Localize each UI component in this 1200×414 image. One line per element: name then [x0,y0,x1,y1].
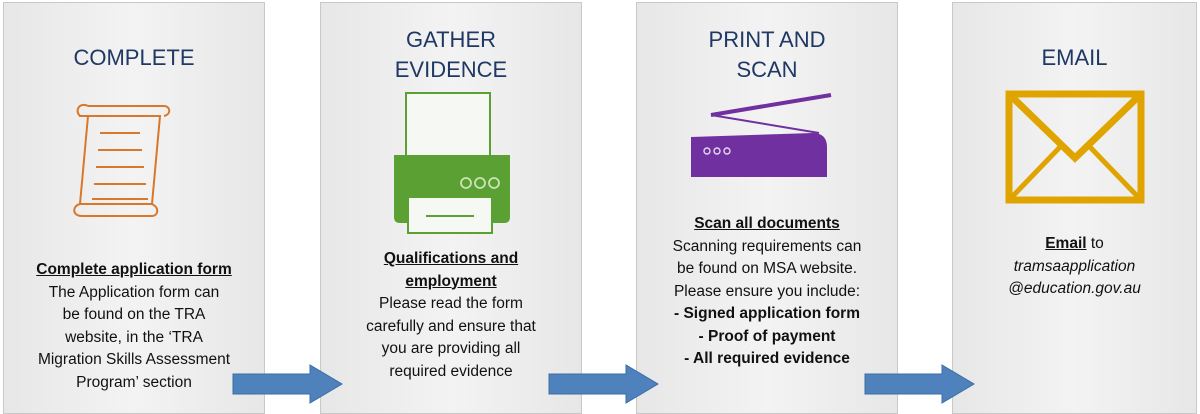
step-text-line: carefully and ensure that [366,317,536,335]
envelope-icon [1005,90,1145,204]
step-heading: Qualifications and [383,250,519,267]
step-heading: Scan all documents [694,215,840,232]
step-title: GATHER EVIDENCE [394,27,508,82]
scanner-icon [691,93,832,177]
arrow-right-icon [232,364,343,404]
arrow-right-icon [864,364,975,404]
step-text-line: you are providing all [381,340,521,357]
step-text-line: Scanning requirements can [672,237,862,255]
step-text-line: required evidence [389,362,513,380]
email-address: tramsaapplication [1013,257,1136,275]
arrow-right-icon [548,364,659,404]
step-title: EMAIL [1041,45,1108,70]
step-description: Complete application form The Applicatio… [4,259,264,394]
step-print-scan-panel: PRINT AND SCAN Scan all documents Scanni… [636,2,898,414]
step-heading: Complete application form [36,261,232,278]
step-gather-evidence-panel: GATHER EVIDENCE Qualifications and emplo… [320,2,582,414]
step-text-line: website, in the ‘TRA [65,328,203,346]
step-email-panel: EMAIL Email to tramsaapplication @educat… [952,2,1197,414]
step-heading: employment [405,272,497,290]
email-address: @education.gov.au [1008,280,1141,297]
step-description: Qualifications and employment Please rea… [321,248,581,383]
step-heading-suffix: to [1086,235,1104,252]
step-text-line: Migration Skills Assessment [37,351,231,368]
requirement-item: - Proof of payment [698,327,836,345]
step-text-line: be found on the TRA [62,306,206,323]
step-text-line: Program’ section [76,373,192,391]
step-description: Email to tramsaapplication @education.go… [953,233,1196,301]
step-description: Scan all documents Scanning requirements… [637,213,897,371]
requirement-item: - Signed application form [673,305,860,322]
step-text-line: Please ensure you include: [673,282,861,300]
step-text-line: The Application form can [48,283,220,301]
step-title: PRINT AND SCAN [708,27,826,82]
step-text-line: be found on MSA website. [676,260,858,277]
step-text-line: Please read the form [379,295,523,312]
printer-icon [394,92,510,234]
requirement-item: - All required evidence [684,350,850,367]
step-heading: Email [1045,235,1087,252]
step-complete-panel: COMPLETE Complete application form The A… [3,2,265,414]
document-icon [73,104,171,217]
step-title: COMPLETE [73,45,195,70]
